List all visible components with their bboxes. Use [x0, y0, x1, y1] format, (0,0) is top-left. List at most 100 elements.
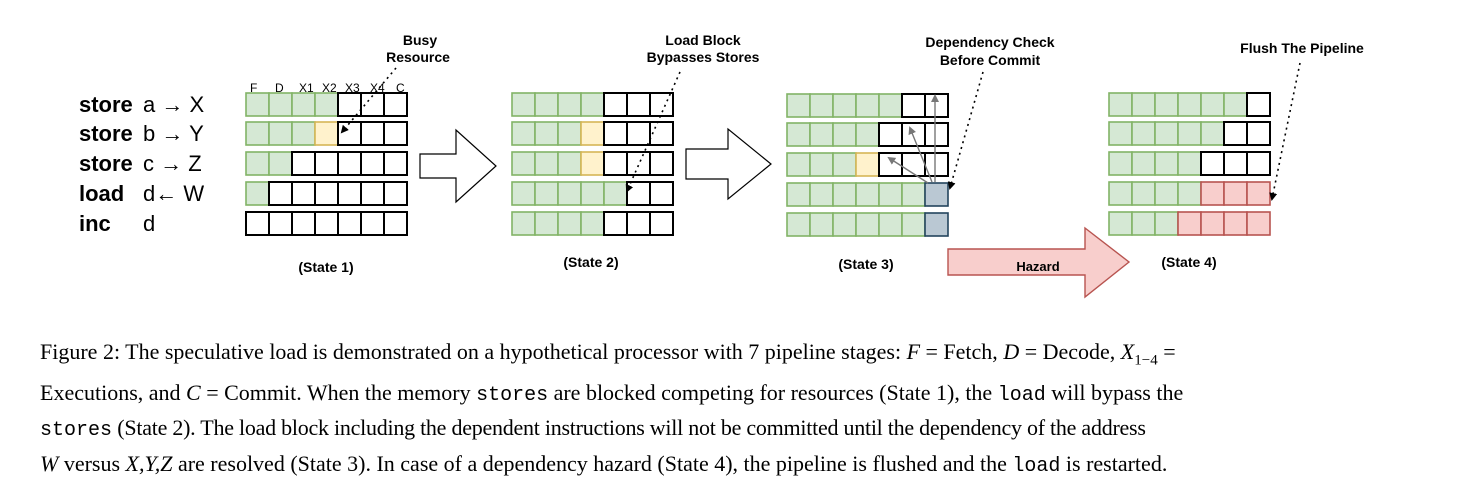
pipeline-cell [360, 151, 385, 176]
pipeline-cell [603, 181, 628, 206]
transition-arrow-1 [419, 128, 497, 204]
pipeline-cell [580, 92, 605, 117]
pipeline-cell [1200, 121, 1225, 146]
instruction-operand: d [143, 211, 155, 236]
annotation-dependency-check: Dependency Check [925, 34, 1054, 50]
pipeline-cell [383, 211, 408, 236]
pipeline-cell [580, 181, 605, 206]
caption-var-w: W [40, 450, 59, 476]
pipeline-cell [649, 92, 674, 117]
pipeline-cell [511, 121, 536, 146]
pipeline-cell [314, 92, 339, 117]
stage-label-d: D [275, 81, 284, 95]
pipeline-cell [924, 93, 949, 118]
pipeline-cell [1200, 181, 1225, 206]
caption-line-1: Figure 2: The speculative load is demons… [40, 336, 1440, 377]
pipeline-cell [1108, 121, 1133, 146]
caption-var-c: C [186, 379, 201, 405]
pipeline-row [245, 92, 408, 117]
pipeline-cell [832, 122, 857, 147]
pipeline-cell [1154, 92, 1179, 117]
pipeline-cell [1200, 211, 1225, 236]
pipeline-cell [511, 151, 536, 176]
pipeline-cell [809, 152, 834, 177]
caption-var-d: D [1003, 339, 1020, 364]
pipeline-cell [832, 152, 857, 177]
annotation-bypasses-stores: Bypasses Stores [647, 49, 760, 65]
state-2-label: (State 2) [563, 254, 618, 270]
pipeline-cell [901, 182, 926, 207]
pipeline-cell [1246, 121, 1271, 146]
caption-text: versus [58, 450, 126, 476]
caption-code: load [997, 383, 1046, 407]
pipeline-cell [878, 212, 903, 237]
pipeline-cell [337, 181, 362, 206]
caption-text: Executions, and [40, 379, 187, 405]
pipeline-cell [268, 151, 293, 176]
pipeline-cell [1177, 181, 1202, 206]
instruction-op: inc [79, 211, 111, 236]
pipeline-cell [786, 212, 811, 237]
caption-text: are blocked competing for resources (Sta… [548, 379, 998, 405]
pipeline-row [1108, 211, 1271, 236]
hazard-arrow [947, 226, 1131, 299]
pipeline-cell [360, 121, 385, 146]
pipeline-cell [245, 151, 270, 176]
pipeline-cell [809, 122, 834, 147]
caption-text: = Decode, [1019, 339, 1121, 364]
caption-text: = [1157, 339, 1176, 364]
pipeline-cell [557, 181, 582, 206]
instruction-operand: d← W [143, 181, 204, 206]
stage-label-x1: X1 [299, 81, 314, 95]
pipeline-row [786, 152, 949, 177]
pipeline-cell [557, 121, 582, 146]
pipeline-cell [291, 181, 316, 206]
pipeline-cell [245, 121, 270, 146]
pipeline-cell [534, 121, 559, 146]
annotation-flush-pipeline: Flush The Pipeline [1240, 40, 1364, 56]
pipeline-cell [291, 121, 316, 146]
dep-arrow-y [908, 126, 933, 183]
pipeline-cell [291, 211, 316, 236]
pipeline-cell [337, 211, 362, 236]
pipeline-cell [268, 121, 293, 146]
caption-code: stores [40, 419, 113, 443]
pipeline-cell [245, 92, 270, 117]
caption-line-3: stores (State 2). The load block includi… [40, 412, 1440, 448]
pipeline-cell [360, 211, 385, 236]
pipeline-grid-state-3 [786, 93, 949, 237]
pipeline-row [786, 182, 949, 207]
annotation-busy: Busy [403, 32, 437, 48]
busy-pointer [340, 67, 397, 134]
caption-code: stores [476, 383, 549, 407]
pipeline-cell [649, 151, 674, 176]
pipeline-cell [901, 93, 926, 118]
pipeline-cell [314, 181, 339, 206]
pipeline-row [511, 181, 674, 206]
annotation-resource: Resource [386, 49, 450, 65]
caption-text: is restarted. [1060, 450, 1168, 476]
caption-text: (State 2). The load block including the … [112, 415, 1146, 441]
pipeline-row [786, 93, 949, 118]
pipeline-cell [809, 93, 834, 118]
flush-pointer [1269, 62, 1301, 201]
pipeline-cell [1108, 151, 1133, 176]
pipeline-cell [878, 122, 903, 147]
pipeline-cell [1154, 211, 1179, 236]
pipeline-cell [534, 181, 559, 206]
pipeline-cell [1131, 121, 1156, 146]
pipeline-cell [1223, 181, 1248, 206]
pipeline-cell [1177, 151, 1202, 176]
state-1-label: (State 1) [298, 259, 353, 275]
pipeline-cell [855, 93, 880, 118]
pipeline-cell [855, 152, 880, 177]
stage-label-f: F [250, 81, 257, 95]
pipeline-cell [1108, 92, 1133, 117]
pipeline-cell [786, 152, 811, 177]
pipeline-cell [337, 151, 362, 176]
transition-arrow-2 [685, 127, 772, 201]
pipeline-cell [337, 92, 362, 117]
pipeline-cell [1131, 151, 1156, 176]
instruction-operand: c → Z [143, 151, 202, 176]
pipeline-cell [1108, 181, 1133, 206]
